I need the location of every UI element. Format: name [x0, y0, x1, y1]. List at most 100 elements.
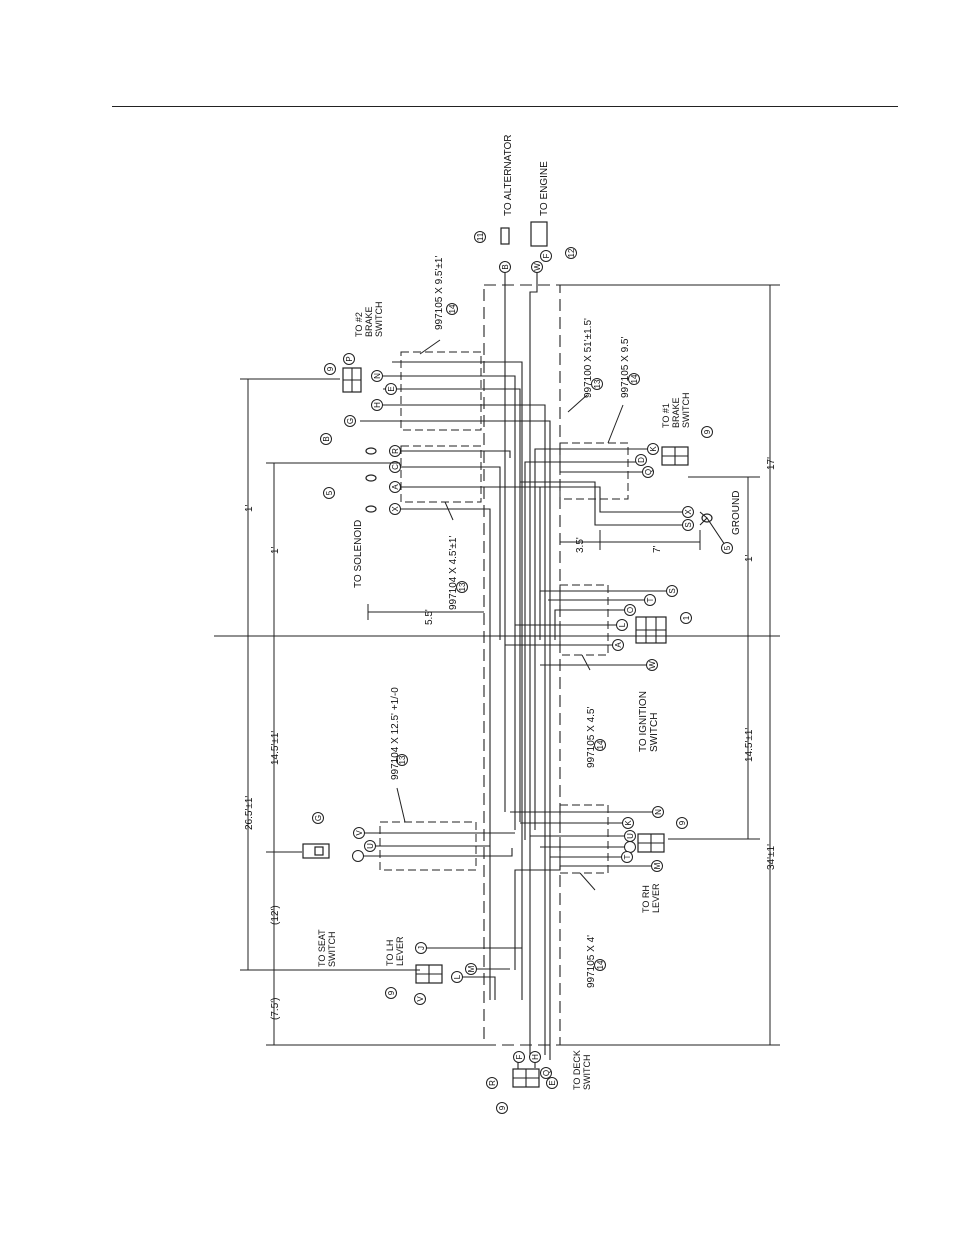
dimension-labels: 1' 1' 26.5'±1' 14.5'±1' (12') (7.5') 5.5… [244, 457, 777, 1020]
wire-letter: F [515, 1054, 524, 1059]
label-to-alternator: TO ALTERNATOR [503, 135, 514, 217]
dim-label: 1' [244, 504, 255, 512]
alternator-connector [500, 227, 510, 245]
label-to-deck-switch: TO DECK [572, 1050, 582, 1090]
wire-letter: U [626, 833, 635, 839]
engine-connector [530, 221, 548, 247]
dim-label: 7' [652, 545, 663, 553]
wire-letter: H [531, 1054, 540, 1060]
dim-label: 14.5'±1' [270, 731, 281, 765]
wire-letter: E [548, 1080, 557, 1085]
dim-label: (7.5') [270, 998, 281, 1020]
wire-letter: L [453, 974, 462, 979]
wire-letter: V [416, 996, 425, 1002]
dim-label: 14.5'±1' [744, 728, 755, 762]
wire-letter: X [391, 506, 400, 512]
wire-letter: 9 [387, 990, 396, 995]
header-rule [112, 106, 898, 107]
wire-letter: 9 [703, 429, 712, 434]
part-callout: 12 [567, 248, 576, 257]
label-to-2-brake-switch: TO #2 [354, 312, 364, 337]
wire-letter: R [391, 448, 400, 454]
dim-label: 26.5'±1' [244, 796, 255, 830]
label-to-2-brake-switch: BRAKE [364, 306, 374, 337]
wire-letter: W [533, 263, 542, 271]
label-to-ignition-switch: SWITCH [649, 713, 660, 752]
part-callout: 14 [448, 304, 457, 313]
label-to-engine: TO ENGINE [539, 161, 550, 216]
label-to-seat-switch: SWITCH [327, 932, 337, 968]
part-label: 997104 X 4.5'±1' [448, 536, 459, 610]
wire-letter: Q [644, 469, 653, 475]
label-to-1-brake-switch: SWITCH [681, 393, 691, 429]
wire-letter: J [417, 946, 426, 950]
part-label: 997105 X 9.5'±1' [434, 256, 445, 330]
wire-letter: S [684, 522, 693, 527]
wire-letter: T [623, 854, 632, 859]
part-callout: 13 [398, 755, 407, 764]
wire-letter: A [391, 484, 400, 490]
wire-letter: B [322, 436, 331, 441]
wire-letters: B W F P N E H G 9 B R C A X 5 K D Q 9 X … [314, 232, 732, 1110]
dim-label: 1' [744, 554, 755, 562]
label-to-deck-switch: SWITCH [582, 1055, 592, 1091]
label-to-1-brake-switch: TO #1 [661, 403, 671, 428]
part-callout: 13 [458, 582, 467, 591]
wire-letter: H [373, 402, 382, 408]
wire-letter: G [346, 418, 355, 424]
part-callout: 14 [596, 740, 605, 749]
wire-letter: L [618, 622, 627, 627]
wire-letter: O [626, 607, 635, 613]
part-callout: 11 [476, 232, 485, 241]
label-to-2-brake-switch: SWITCH [374, 302, 384, 338]
wire-letter: P [345, 356, 354, 361]
wire-letter: 9 [678, 820, 687, 825]
part-label: 997100 X 51'±1.5' [583, 318, 594, 398]
wire-letter: Q [542, 1070, 551, 1076]
wire-letter: E [387, 386, 396, 391]
wire-letter: D [637, 457, 646, 463]
dim-label: 3.5' [575, 537, 586, 553]
wire-letter: K [649, 446, 658, 452]
dim-label: (12') [270, 905, 281, 925]
wire-letter: X [684, 509, 693, 515]
harness-wires [360, 262, 688, 1070]
wire-letter: K [624, 820, 633, 826]
wire-letter: 5 [723, 545, 732, 550]
part-label: 997105 X 9.5' [620, 337, 631, 398]
wire-letter: V [355, 830, 364, 836]
wire-letter: M [467, 965, 476, 972]
dim-label: 17' [766, 457, 777, 470]
part-callout: 14 [596, 960, 605, 969]
dim-label: 5.5' [424, 609, 435, 625]
label-to-rh-lever: TO RH [641, 885, 651, 913]
label-to-solenoid: TO SOLENOID [353, 520, 364, 588]
dimension-lines [214, 284, 780, 1046]
label-to-rh-lever: LEVER [651, 883, 661, 913]
wire-letter: 9 [326, 366, 335, 371]
wire-letter-circles [312, 231, 733, 1114]
wire-letter: 1 [682, 615, 691, 620]
wire-letter: A [614, 642, 623, 648]
dim-label: 1' [270, 546, 281, 554]
wire-letter: N [654, 809, 663, 815]
wire-letter: T [646, 597, 655, 602]
wire-letter: B [501, 264, 510, 269]
label-to-ignition-switch: TO IGNITION [638, 691, 649, 752]
wire-letter: R [488, 1080, 497, 1086]
wire-letter: S [668, 588, 677, 593]
label-to-lh-lever: TO LH [385, 940, 395, 966]
wire-letter: G [314, 815, 323, 821]
part-label: 997105 X 4' [586, 935, 597, 988]
wire-letter: 9 [498, 1105, 507, 1110]
destination-labels: TO ALTERNATOR TO ENGINE TO #2 BRAKE SWIT… [317, 135, 742, 1091]
wire-letter: N [373, 373, 382, 379]
label-ground: GROUND [731, 491, 742, 535]
part-label: 997104 X 12.5' +1/-0 [390, 687, 401, 780]
wire-letter: U [366, 843, 375, 849]
part-callout: 13 [593, 379, 602, 388]
wire-letter: W [648, 661, 657, 669]
wire-letter: 5 [325, 490, 334, 495]
